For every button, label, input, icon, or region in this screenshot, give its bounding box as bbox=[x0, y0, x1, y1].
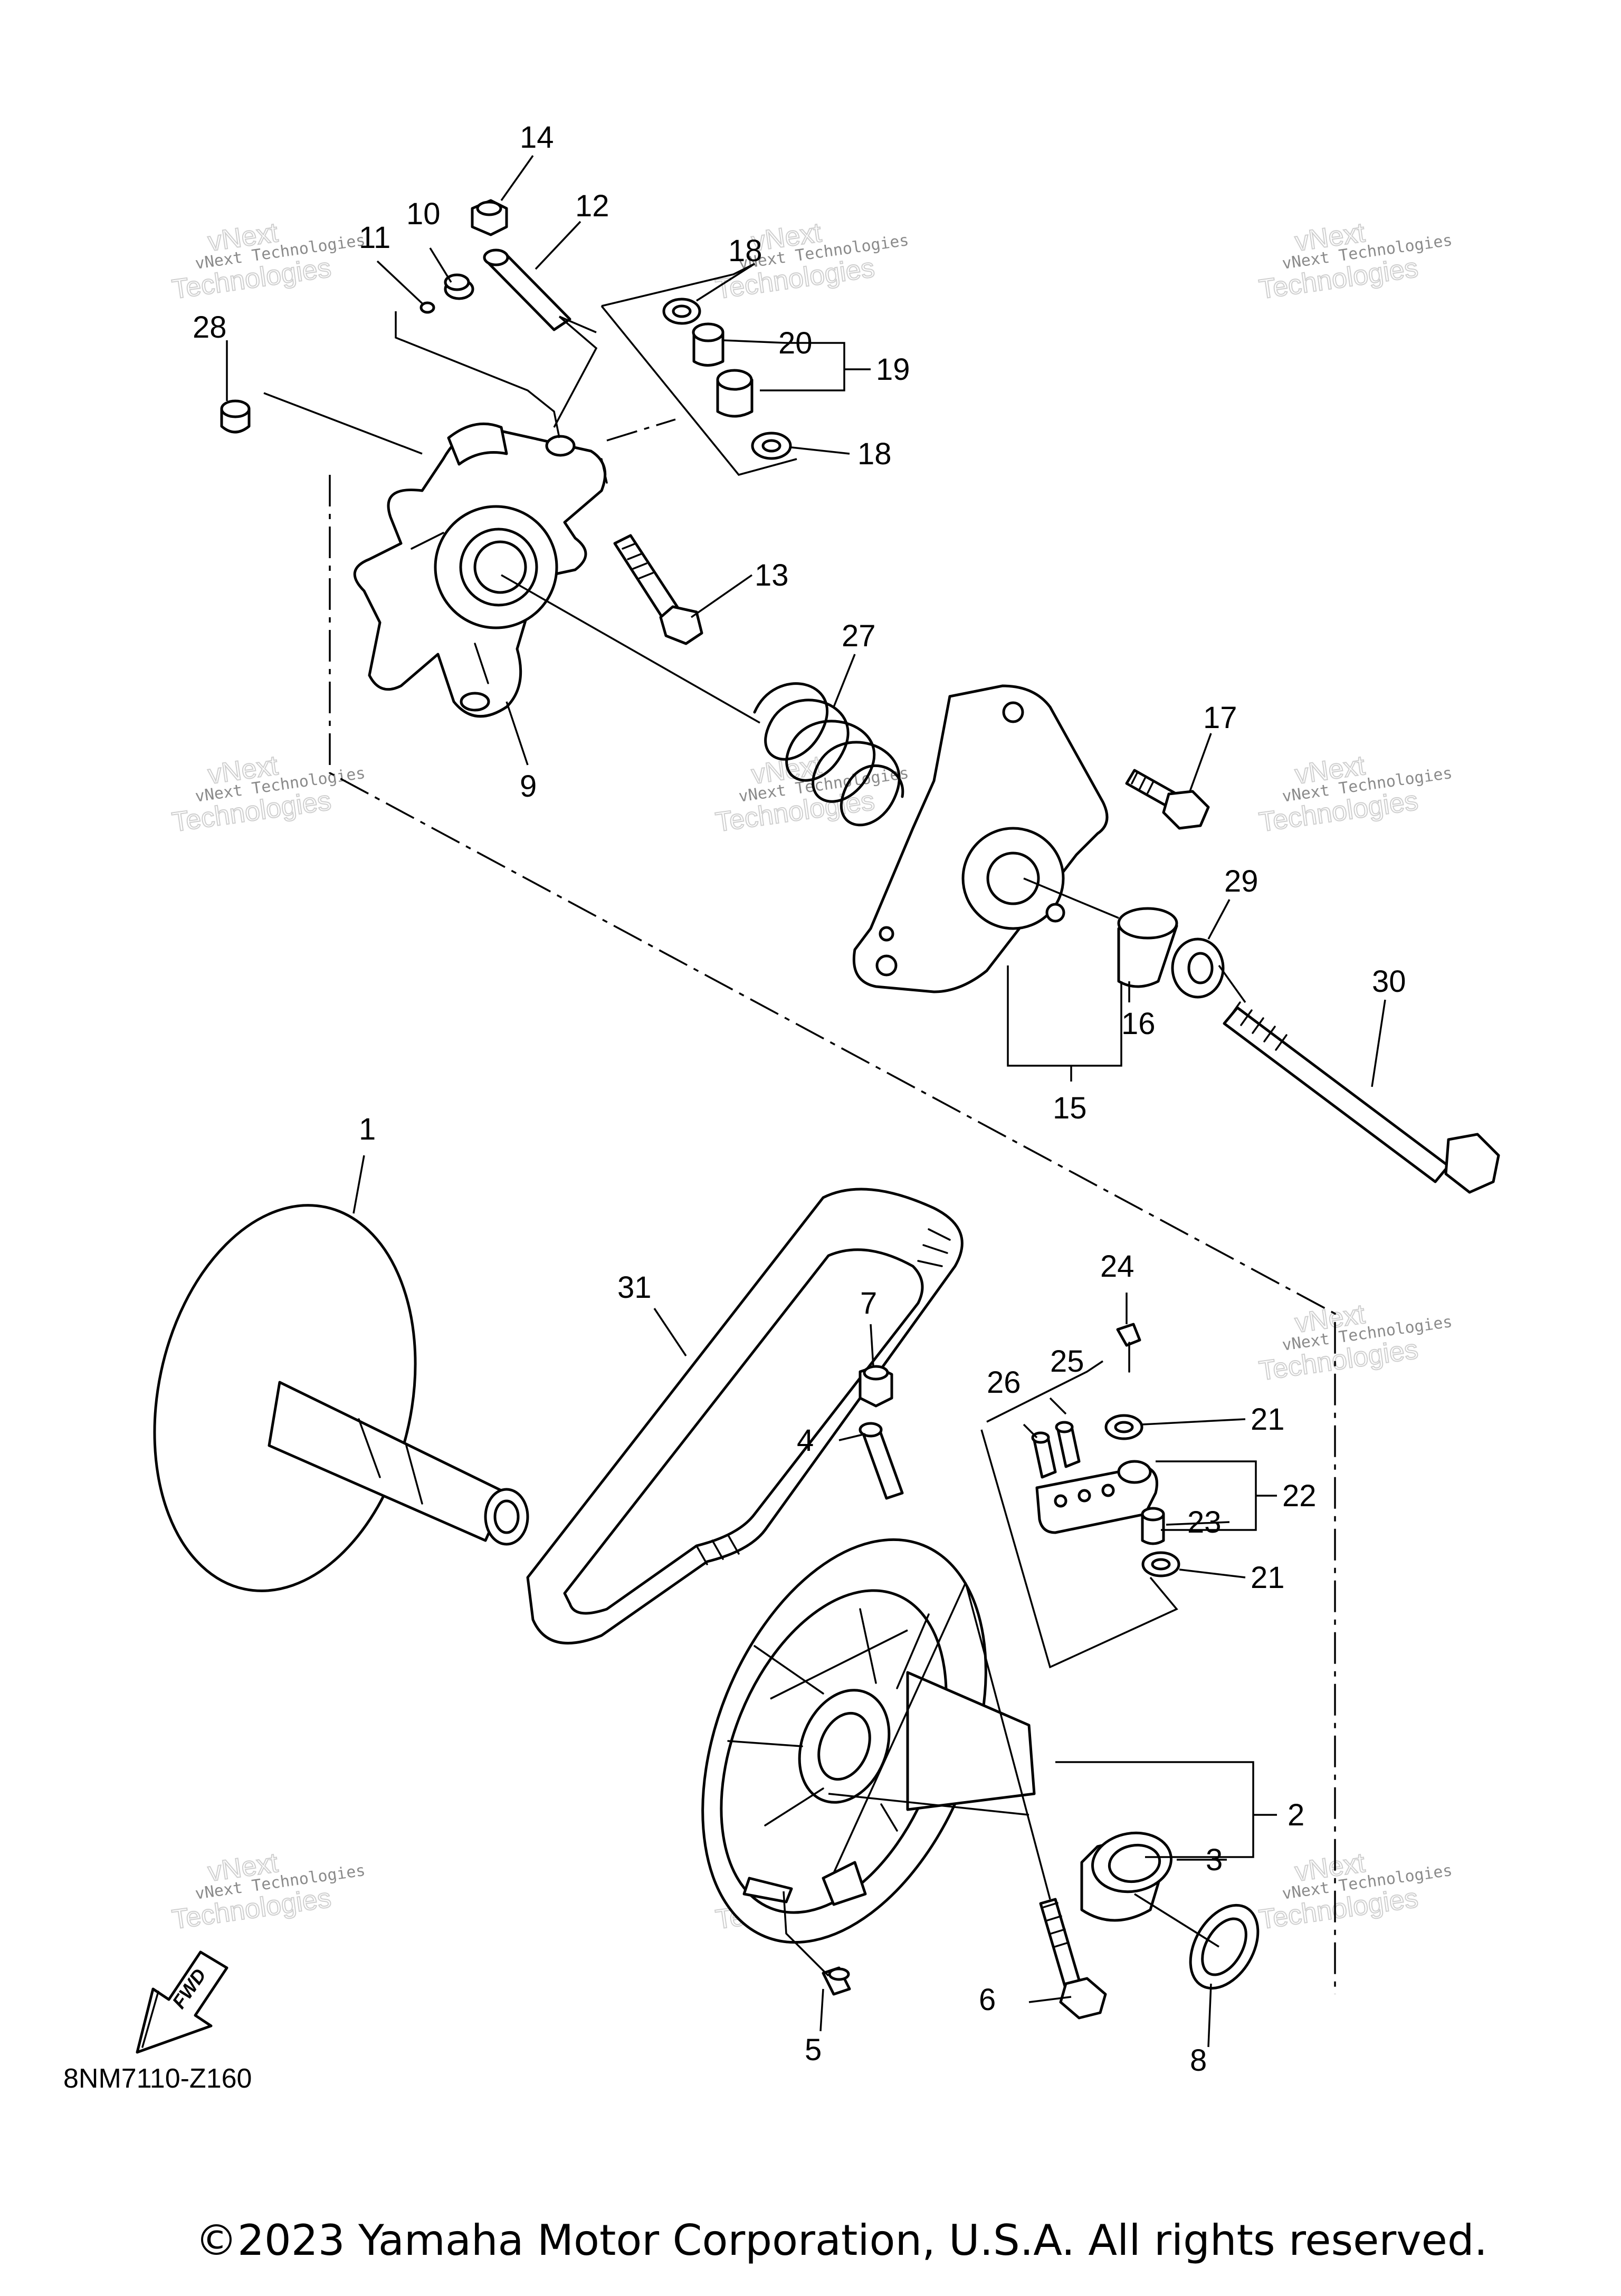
leader-lines bbox=[226, 155, 1386, 2048]
part-8-washer bbox=[1189, 1903, 1260, 1990]
part-15-cover bbox=[852, 684, 1109, 993]
part-23-collar bbox=[1141, 1507, 1165, 1545]
watermark: vNext vNext Technologies Technologies bbox=[1256, 217, 1453, 305]
callout-24: 24 bbox=[1100, 1249, 1134, 1284]
part-22-bracket bbox=[1035, 1460, 1158, 1534]
assembly-dash-lines bbox=[329, 418, 1336, 1994]
callout-6: 6 bbox=[979, 1983, 996, 2017]
part-11-ring bbox=[419, 301, 435, 314]
part-2-movable-sheave bbox=[701, 1538, 1036, 1944]
part-14-nut bbox=[471, 199, 508, 236]
part-18-washer-lower bbox=[751, 432, 792, 460]
part-19-roller bbox=[716, 369, 754, 418]
part-28-bushing bbox=[220, 399, 251, 434]
part-24-bolt bbox=[1116, 1323, 1141, 1373]
part-17-bolt bbox=[1125, 769, 1210, 830]
callout-1: 1 bbox=[359, 1112, 376, 1146]
watermark: vNext vNext Technologies Technologies bbox=[169, 750, 366, 838]
part-3-bushing bbox=[1080, 1831, 1172, 1922]
callout-31: 31 bbox=[617, 1270, 652, 1305]
callout-26: 26 bbox=[987, 1365, 1021, 1400]
part-12-pin bbox=[483, 248, 571, 331]
part-4-pin bbox=[859, 1422, 904, 1500]
callout-10: 10 bbox=[406, 197, 441, 231]
callout-4: 4 bbox=[797, 1423, 814, 1458]
callout-29: 29 bbox=[1224, 864, 1258, 898]
figure-code: 8NM7110-Z160 bbox=[63, 2063, 252, 2094]
part-25-pin bbox=[1055, 1421, 1081, 1468]
callout-5: 5 bbox=[805, 2033, 822, 2067]
part-29-washer bbox=[1171, 937, 1225, 999]
callout-28: 28 bbox=[193, 310, 227, 345]
callout-11: 11 bbox=[359, 221, 390, 255]
callout-7: 7 bbox=[860, 1286, 877, 1321]
part-20-bushing bbox=[692, 322, 724, 367]
callout-18-bottom: 18 bbox=[857, 437, 892, 471]
watermark: vNext vNext Technologies Technologies bbox=[713, 750, 910, 838]
part-26-pin bbox=[1031, 1431, 1057, 1479]
callout-17: 17 bbox=[1203, 701, 1237, 735]
watermark: vNext vNext Technologies Technologies bbox=[1256, 750, 1453, 838]
part-9-spider bbox=[353, 422, 608, 718]
part-21-washer-lower bbox=[1141, 1551, 1180, 1577]
callout-labels: 14 10 12 11 18 28 20 19 18 13 27 9 17 29… bbox=[193, 120, 1406, 2078]
watermark: vNext vNext Technologies Technologies bbox=[169, 1847, 366, 1936]
part-31-belt bbox=[526, 1188, 964, 1644]
callout-21-bottom: 21 bbox=[1251, 1561, 1285, 1595]
callout-14: 14 bbox=[520, 120, 554, 155]
fwd-arrow-icon: FWD bbox=[136, 1950, 228, 2054]
callout-27: 27 bbox=[842, 619, 876, 653]
part-7-nut bbox=[859, 1365, 893, 1408]
callout-20: 20 bbox=[778, 326, 813, 360]
part-21-washer bbox=[1104, 1414, 1143, 1440]
callout-16: 16 bbox=[1121, 1007, 1156, 1041]
watermark: vNext vNext Technologies Technologies bbox=[169, 217, 366, 305]
watermark: vNext vNext Technologies Technologies bbox=[1256, 1298, 1453, 1387]
part-13-bolt bbox=[613, 534, 703, 645]
part-16-bushing bbox=[1117, 907, 1178, 988]
watermark: vNext vNext Technologies Technologies bbox=[1256, 1847, 1453, 1936]
callout-3: 3 bbox=[1206, 1843, 1223, 1877]
callout-21-top: 21 bbox=[1251, 1402, 1285, 1437]
callout-30: 30 bbox=[1372, 964, 1406, 999]
callout-15: 15 bbox=[1053, 1091, 1087, 1125]
part-1-fixed-sheave bbox=[153, 1204, 529, 1592]
callout-19: 19 bbox=[876, 352, 910, 387]
part-6-bolt bbox=[1039, 1898, 1107, 2020]
copyright-notice: ©2023 Yamaha Motor Corporation, U.S.A. A… bbox=[195, 2216, 1488, 2265]
part-27-spring bbox=[753, 682, 904, 827]
callout-18-top: 18 bbox=[728, 234, 762, 268]
part-10-collar bbox=[444, 273, 474, 300]
part-30-bolt bbox=[1223, 1001, 1500, 1194]
callout-13: 13 bbox=[755, 558, 789, 592]
callout-9: 9 bbox=[520, 769, 537, 803]
callout-22: 22 bbox=[1282, 1479, 1317, 1513]
callout-8: 8 bbox=[1190, 2043, 1207, 2078]
callout-2: 2 bbox=[1288, 1798, 1304, 1832]
callout-23: 23 bbox=[1187, 1505, 1222, 1539]
callout-25: 25 bbox=[1050, 1344, 1084, 1379]
part-18-washer bbox=[662, 298, 701, 325]
callout-12: 12 bbox=[575, 189, 609, 223]
part-5-cap bbox=[822, 1966, 851, 1996]
